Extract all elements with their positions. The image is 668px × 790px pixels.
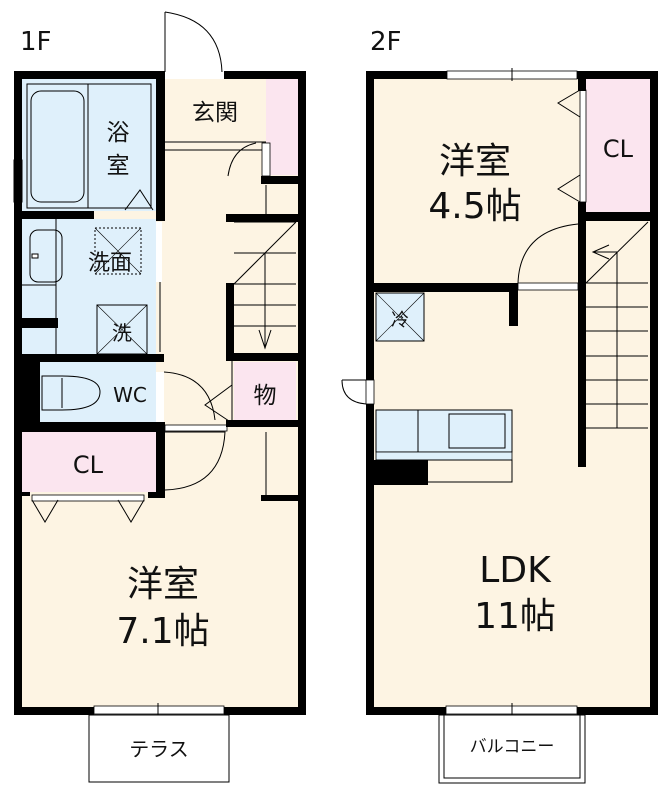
walls-1f <box>14 71 306 715</box>
closet-door-icon-left <box>31 499 59 523</box>
entrance-label: 玄関 <box>192 100 238 126</box>
washroom-sliding-door <box>156 222 162 282</box>
closet-label-1f: CL <box>73 451 104 479</box>
closet-2f-door-icon-top <box>557 89 581 118</box>
terrace-window <box>93 705 225 715</box>
toilet-bowl <box>41 375 101 411</box>
bathroom-outline <box>26 83 152 209</box>
bedroom-1f-name: 洋室 <box>127 564 199 605</box>
storage-area <box>234 362 296 422</box>
bathtub <box>30 90 85 203</box>
terrace-label: テラス <box>129 737 189 761</box>
toilet-label: WC <box>113 383 147 407</box>
stairs-2f <box>585 221 649 429</box>
terrace <box>88 714 230 783</box>
sink <box>29 229 63 283</box>
floor-1-label: 1F <box>20 27 52 57</box>
storage-door-icon <box>204 384 233 424</box>
bedroom-2f-size: 4.5帖 <box>428 186 521 227</box>
floor-2: 2F <box>341 27 658 784</box>
closet-label-2f: CL <box>603 135 634 163</box>
bath-door-icon <box>124 189 154 211</box>
washroom-dashed-area <box>94 227 142 275</box>
fridge-label: 冷 <box>391 310 409 331</box>
floor-1: 1F <box>13 11 306 783</box>
floor-2-label: 2F <box>370 27 402 57</box>
bath-label-2: 室 <box>107 153 130 179</box>
hall-door-swing <box>164 431 226 491</box>
ldk-name: LDK <box>479 550 552 591</box>
toilet-door-swing <box>163 371 216 421</box>
bedroom-2f-name: 洋室 <box>439 141 511 182</box>
bedroom-1f-size: 7.1帖 <box>116 611 209 652</box>
ldk-size: 11帖 <box>474 596 556 637</box>
shoe-cabinet-door-swing <box>227 142 257 177</box>
bedroom-2f-door-swing <box>517 223 579 284</box>
kitchen-black-block <box>374 460 428 485</box>
closet-2f-door-icon-bottom <box>557 174 581 203</box>
shoe-cabinet <box>266 79 298 175</box>
closet-door-icon-right <box>117 499 145 523</box>
closet-area <box>22 432 156 492</box>
kitchen-sink <box>448 413 506 449</box>
closet-2f-area <box>586 79 650 212</box>
washroom-label: 洗面 <box>88 251 132 276</box>
balcony <box>438 714 586 784</box>
side-door-swing <box>341 379 367 405</box>
walls-2f <box>366 71 658 715</box>
storage-label: 物 <box>254 383 277 409</box>
balcony-label: バルコニー <box>470 737 555 757</box>
washer-label: 洗 <box>112 321 132 345</box>
entrance-door-swing <box>164 11 223 73</box>
bath-label-1: 浴 <box>107 120 130 146</box>
